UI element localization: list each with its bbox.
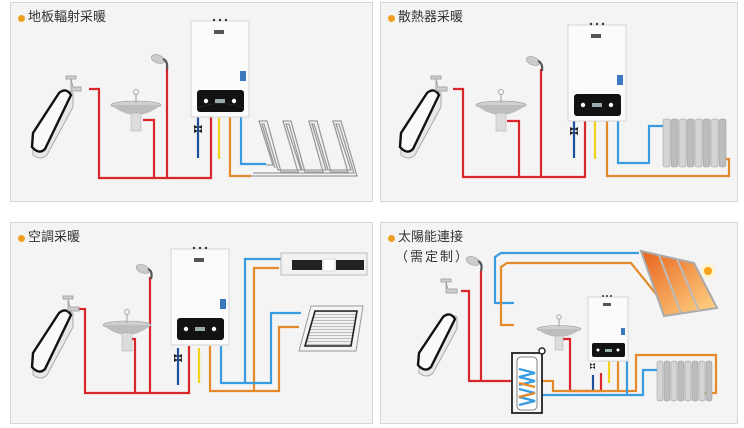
sink-icon [475, 89, 527, 132]
heating-return-pipe [219, 311, 301, 385]
radiator-fin [684, 360, 692, 402]
wall-hung-boiler-icon [587, 295, 629, 362]
radiator-fin [686, 118, 695, 168]
floor-heating-diagram [30, 18, 358, 180]
hot-water-pipe [143, 118, 156, 178]
bullet-icon [388, 14, 395, 22]
faucet-icon [430, 75, 448, 92]
wall-hung-boiler-icon [170, 246, 230, 346]
floor-heating-coil-icon [251, 120, 358, 177]
radiator-icon [662, 118, 727, 168]
hot-water-pipe [79, 307, 191, 395]
heating-supply-pipe [208, 325, 299, 393]
heating-supply-pipe [252, 266, 279, 391]
heating-return-pipe [239, 116, 266, 166]
solar-supply-pipe [499, 261, 674, 327]
panel-title-text: 太陽能連接 [398, 230, 464, 245]
heating-return-pipe [535, 368, 659, 397]
bathtub-icon [30, 309, 74, 379]
hot-water-pipe [453, 87, 587, 179]
heating-supply-pipe [228, 116, 251, 178]
radiator-fin [670, 360, 678, 402]
valve-icon [174, 354, 182, 362]
hot-water-pipe [89, 87, 213, 180]
radiator-heating-diagram [398, 22, 731, 179]
sun-icon [701, 264, 715, 278]
shower-head-icon [465, 256, 483, 272]
hot-water-pipe [461, 289, 514, 383]
radiator-fin [656, 360, 664, 402]
cassette-fan-coil-icon [298, 305, 364, 352]
bathtub-icon [30, 89, 74, 159]
panel-title-text: 散熱器采暖 [398, 10, 464, 25]
radiator-fin [694, 118, 703, 168]
heating-supply-pipe [535, 353, 718, 395]
panel-floor-heating: 地板輻射采暖 [10, 2, 373, 202]
valve-icon [570, 127, 578, 135]
radiator-fin [691, 360, 699, 402]
panel-title-text: 地板輻射采暖 [28, 10, 107, 25]
heating-supply-pipe [605, 119, 731, 178]
panel-title: 空調采暖 [18, 230, 80, 246]
panel-subtitle: （需定制） [395, 250, 471, 265]
heating-return-pipe [243, 257, 281, 383]
panel-air-conditioning-heating: 空調采暖 [10, 222, 373, 424]
water-tank-icon [511, 352, 543, 414]
bathtub-icon [398, 89, 442, 159]
shower-head-icon [135, 264, 153, 280]
solar-return-pipe [493, 251, 639, 305]
radiator-fin [705, 360, 713, 402]
radiator-fin [677, 360, 685, 402]
valve-icon [590, 363, 595, 369]
panel-title: 太陽能連接 [388, 230, 463, 246]
sink-icon [536, 314, 582, 351]
radiator-icon [656, 360, 713, 402]
solar-collector-icon [639, 249, 719, 318]
pressure-gauge-icon [538, 347, 546, 355]
radiator-fin [663, 360, 671, 402]
radiator-fin [710, 118, 719, 168]
shower-head-icon [525, 56, 544, 72]
panel-radiator-heating: 散熱器采暖 [380, 2, 738, 202]
heating-return-pipe [616, 119, 663, 165]
panel-title: 散熱器采暖 [388, 10, 463, 26]
bullet-icon [18, 234, 25, 242]
radiator-fin [678, 118, 687, 168]
radiator-fin [702, 118, 711, 168]
bullet-icon [388, 234, 395, 242]
panel-title: 地板輻射采暖 [18, 10, 106, 26]
sink-icon [102, 309, 152, 352]
radiator-fin [662, 118, 671, 168]
panel-solar-connection: 太陽能連接 （需定制） [380, 222, 738, 424]
faucet-icon [440, 278, 458, 294]
hot-water-pipe [507, 119, 521, 177]
bullet-icon [18, 14, 25, 22]
air-conditioning-diagram [30, 246, 368, 395]
radiator-fin [670, 118, 679, 168]
faucet-icon [62, 295, 80, 312]
wall-hung-boiler-icon [190, 18, 250, 118]
valve-icon [194, 125, 202, 133]
bathtub-icon [416, 313, 458, 377]
radiator-fin [698, 360, 706, 402]
panel-title-text: 空調采暖 [28, 230, 81, 245]
solar-connection-diagram [416, 249, 719, 414]
ducted-fan-coil-icon [280, 252, 368, 276]
faucet-icon [65, 75, 82, 92]
shower-head-icon [150, 54, 169, 70]
sink-icon [110, 89, 162, 132]
wall-hung-boiler-icon [567, 22, 627, 122]
radiator-fin [718, 118, 727, 168]
